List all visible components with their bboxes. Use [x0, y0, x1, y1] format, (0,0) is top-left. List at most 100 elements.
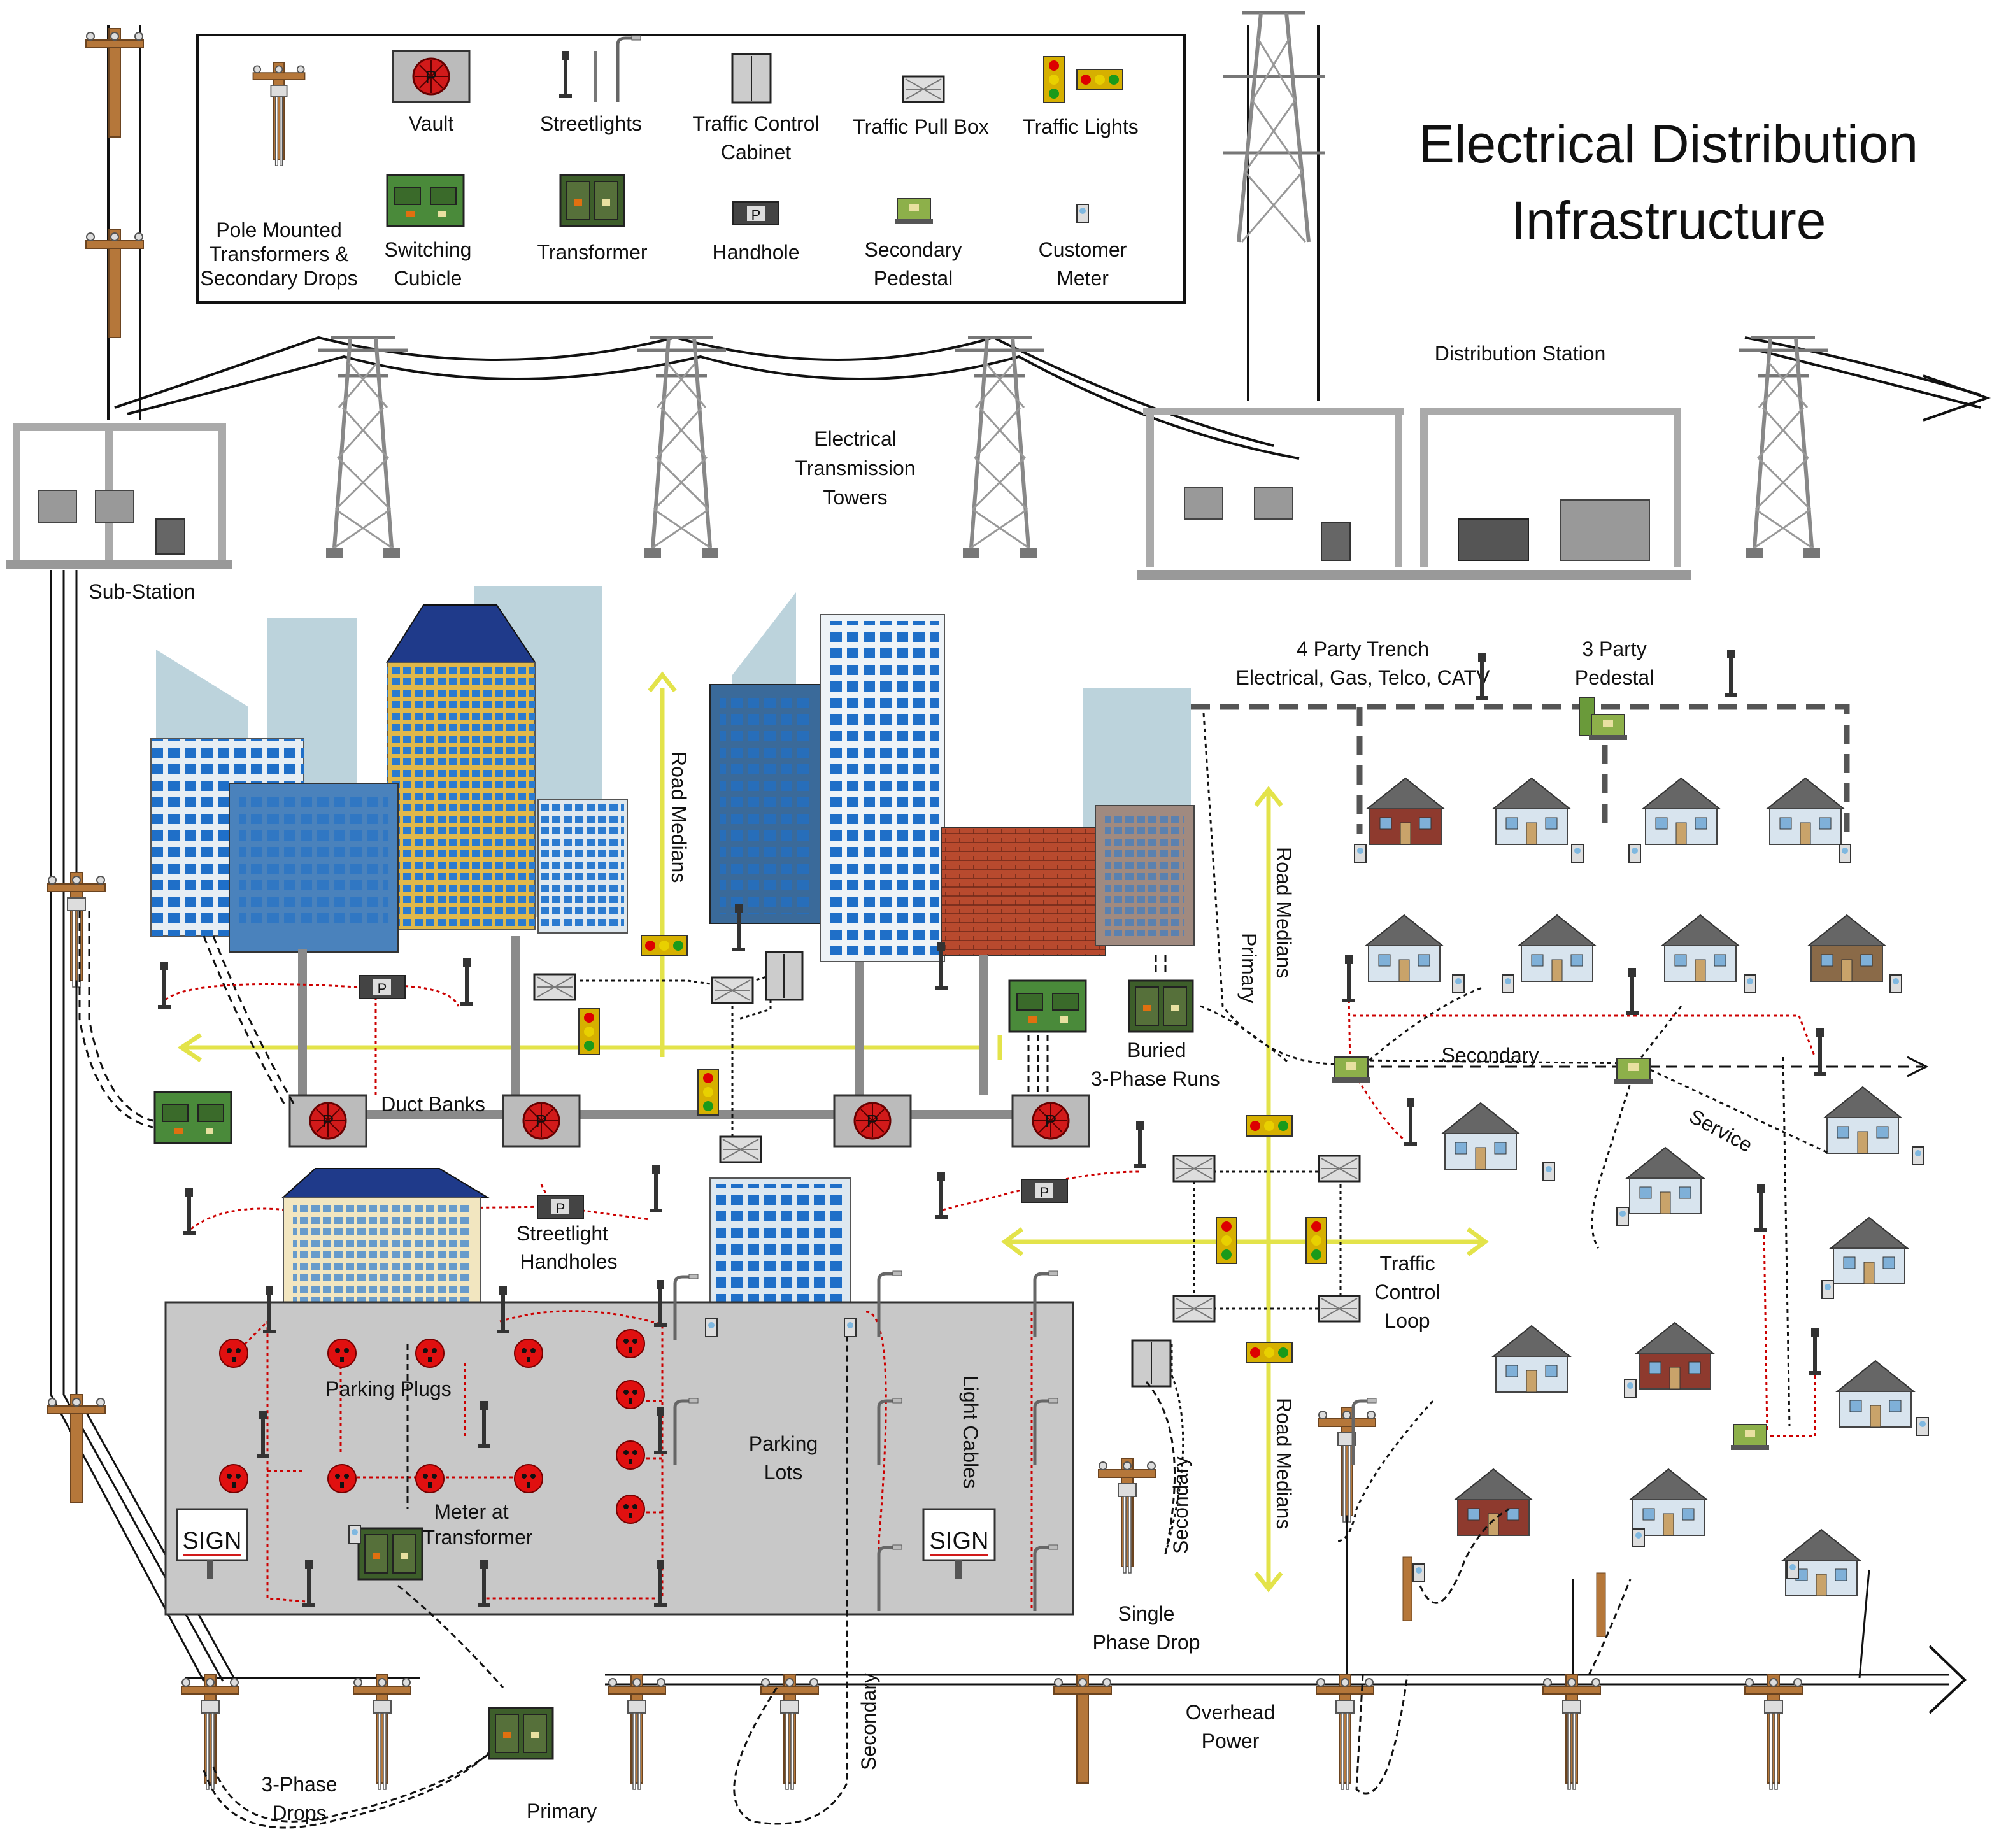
secondary-pedestal	[1730, 1424, 1770, 1451]
label-sub-station: Sub-Station	[89, 580, 195, 603]
pullbox	[1318, 1155, 1361, 1183]
vault-1	[288, 1094, 367, 1148]
label-road-medians-2: Road Medians	[1272, 847, 1295, 978]
traffic-light	[697, 1069, 719, 1116]
transmission-tower-3	[955, 338, 1044, 558]
pullbox	[719, 1135, 762, 1163]
primary-arrow	[1363, 1056, 1929, 1077]
legend-meter-label-1: Customer	[1039, 238, 1127, 261]
padmount-transformer-downtown	[1128, 979, 1194, 1033]
house	[1365, 914, 1443, 982]
handhole-3	[1021, 1179, 1068, 1203]
building-small-white	[537, 799, 628, 934]
label-towers-2: Transmission	[795, 457, 915, 480]
streetlight	[1342, 955, 1355, 1002]
legend-pullbox-label: Traffic Pull Box	[853, 115, 988, 138]
streetlight	[1404, 1098, 1417, 1146]
legend-pedestal-label-1: Secondary	[865, 238, 962, 261]
legend-pedestal-icon	[894, 198, 934, 225]
label-service: Service	[1686, 1104, 1756, 1156]
legend-vault-label: Vault	[409, 112, 454, 135]
streetlight	[1754, 1184, 1767, 1232]
label-streetlight-handholes-1: Streetlight	[516, 1222, 608, 1245]
label-parking-plugs: Parking Plugs	[325, 1377, 451, 1400]
traffic-light	[1246, 1115, 1293, 1137]
handhole-2	[537, 1195, 584, 1219]
house	[1642, 778, 1720, 845]
streetlight	[935, 1172, 948, 1219]
streetlight	[460, 958, 473, 1006]
parking-plug	[327, 1339, 357, 1368]
bottom-pole	[1543, 1675, 1600, 1789]
legend-pedestal-label-2: Pedestal	[874, 267, 953, 290]
label-buried-2: 3-Phase Runs	[1091, 1067, 1220, 1090]
legend-transformer-icon	[559, 174, 625, 227]
sub-station-poles	[85, 28, 144, 338]
distribution-station	[1137, 408, 1691, 580]
traffic-light	[641, 935, 688, 956]
building-glass-tower	[820, 614, 945, 962]
legend: Pole Mounted Transformers & Secondary Dr…	[196, 34, 1186, 304]
secondary-pedestal	[1332, 1056, 1371, 1083]
label-parking-lots-1: Parking	[749, 1432, 818, 1455]
pullbox	[1172, 1155, 1216, 1183]
traffic-light	[1216, 1217, 1237, 1264]
house	[1767, 778, 1844, 845]
parking-plug	[415, 1339, 445, 1368]
building-teal	[709, 684, 822, 924]
label-traffic-loop-2: Control	[1374, 1281, 1440, 1304]
pullbox	[1172, 1295, 1216, 1323]
building-gold-tower	[386, 604, 536, 930]
house	[1442, 1102, 1519, 1170]
pullbox	[711, 976, 754, 1004]
label-primary-vertical: Primary	[1237, 933, 1260, 1003]
bottom-secondary-cables	[203, 1337, 1632, 1829]
padmount-transformer-bottom	[488, 1707, 554, 1760]
tall-transmission-tower	[1223, 11, 1325, 243]
legend-vault-icon	[392, 50, 471, 103]
legend-cubicle-icon	[386, 174, 465, 227]
streetlight	[1809, 1328, 1821, 1375]
label-secondary-drop: Secondary	[1169, 1456, 1192, 1554]
traffic-light	[1305, 1217, 1327, 1264]
house	[1455, 1468, 1532, 1536]
label-meter-transformer-1: Meter at	[434, 1500, 508, 1523]
legend-meter-label-2: Meter	[1056, 267, 1109, 290]
pullbox	[1318, 1295, 1361, 1323]
label-3-phase-1: 3-Phase	[261, 1773, 337, 1796]
label-3-phase-2: Drops	[272, 1802, 326, 1824]
feeder-cables	[78, 911, 297, 1128]
house	[1626, 1147, 1704, 1214]
handhole-1	[359, 975, 406, 999]
duct-banks	[298, 936, 1044, 1119]
parking-plug	[616, 1440, 645, 1470]
label-road-medians-1: Road Medians	[667, 751, 690, 883]
road-medians	[177, 671, 1489, 1593]
house	[1493, 1325, 1570, 1393]
padmount-transformer-parking	[348, 1525, 423, 1581]
house	[1824, 1086, 1902, 1154]
label-single-phase-2: Phase Drop	[1093, 1631, 1200, 1654]
four-party-trench	[1191, 704, 1850, 834]
label-buried-1: Buried	[1127, 1039, 1186, 1062]
bottom-pole	[181, 1675, 239, 1789]
label-trench-1: 4 Party Trench	[1297, 637, 1429, 660]
house	[1636, 1322, 1714, 1390]
residential-short-pole	[1402, 1556, 1606, 1637]
building-brick	[941, 827, 1106, 956]
streetlight	[1626, 968, 1639, 1015]
parking-plug	[327, 1464, 357, 1493]
bottom-pole	[353, 1675, 411, 1789]
bottom-pole	[1316, 1675, 1374, 1789]
parking-plug	[616, 1329, 645, 1358]
switching-cubicle-city	[153, 1091, 232, 1144]
label-single-phase-1: Single	[1118, 1602, 1175, 1625]
overhead-power-lines	[185, 1420, 1967, 1714]
traffic-control-cabinet-loop	[1131, 1339, 1172, 1388]
arrow-east-transmission	[1923, 374, 1991, 422]
house	[1808, 914, 1886, 982]
streetlight	[1725, 650, 1737, 697]
label-overhead-1: Overhead	[1186, 1701, 1276, 1724]
building-grey-apartments	[1095, 805, 1195, 946]
